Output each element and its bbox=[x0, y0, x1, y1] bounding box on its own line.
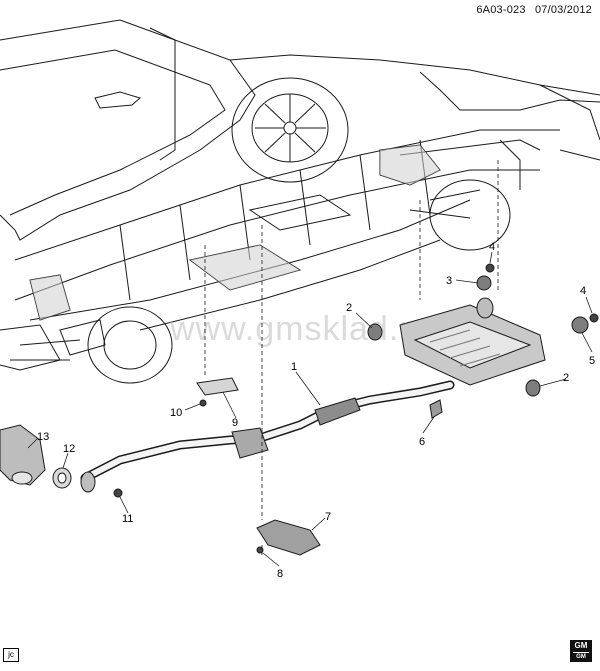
callout-13: 13 bbox=[37, 431, 49, 443]
diagram-code: 6A03-023 bbox=[476, 4, 526, 16]
leader-lines bbox=[27, 251, 593, 567]
body-shading bbox=[30, 145, 440, 320]
tailpipe bbox=[476, 297, 494, 319]
resonator bbox=[314, 397, 361, 426]
gm-logo-sub: GM bbox=[573, 652, 589, 661]
insulator-5 bbox=[571, 316, 589, 334]
rear-wheel-tire bbox=[231, 77, 349, 183]
catalytic-converter bbox=[0, 424, 46, 486]
callout-12: 12 bbox=[63, 443, 75, 455]
locator-lines bbox=[204, 160, 499, 555]
callout-1: 1 bbox=[291, 361, 297, 373]
bracket-7 bbox=[256, 519, 321, 556]
callout-2a: 2 bbox=[346, 302, 352, 314]
muffler bbox=[399, 297, 546, 386]
callout-8: 8 bbox=[277, 568, 283, 580]
heat-shield-9 bbox=[196, 377, 239, 396]
callout-9: 9 bbox=[232, 417, 238, 429]
insulator-3 bbox=[476, 275, 492, 291]
callout-10: 10 bbox=[170, 407, 182, 419]
exhaust-parts bbox=[0, 263, 599, 556]
bolt-8 bbox=[256, 546, 264, 554]
bolt-10 bbox=[199, 399, 207, 407]
hanger-6 bbox=[429, 399, 443, 419]
callout-5: 5 bbox=[589, 355, 595, 367]
gm-logo: GM GM bbox=[570, 640, 592, 662]
callout-11: 11 bbox=[122, 513, 133, 525]
gm-logo-text: GM bbox=[574, 641, 588, 650]
door-handle bbox=[94, 91, 142, 109]
diagram-header: 6A03-023 07/03/2012 bbox=[470, 4, 592, 16]
insulator-2b bbox=[525, 379, 541, 397]
nut-4b bbox=[589, 313, 599, 323]
callout-4b: 4 bbox=[580, 285, 586, 297]
diagram-date: 07/03/2012 bbox=[534, 4, 592, 16]
callout-3: 3 bbox=[446, 275, 452, 287]
corner-tag: jc bbox=[3, 648, 19, 662]
front-wheel bbox=[87, 306, 173, 384]
nut-11 bbox=[113, 488, 123, 498]
callout-6: 6 bbox=[419, 436, 425, 448]
nut-4a bbox=[485, 263, 495, 273]
callouts: 1 2 2 3 4 4 5 6 7 8 9 10 11 12 13 bbox=[37, 241, 595, 580]
watermark: www.gmsklad.ru bbox=[169, 310, 432, 348]
callout-2b: 2 bbox=[563, 372, 569, 384]
callout-7: 7 bbox=[325, 511, 331, 523]
callout-4a: 4 bbox=[489, 241, 495, 253]
